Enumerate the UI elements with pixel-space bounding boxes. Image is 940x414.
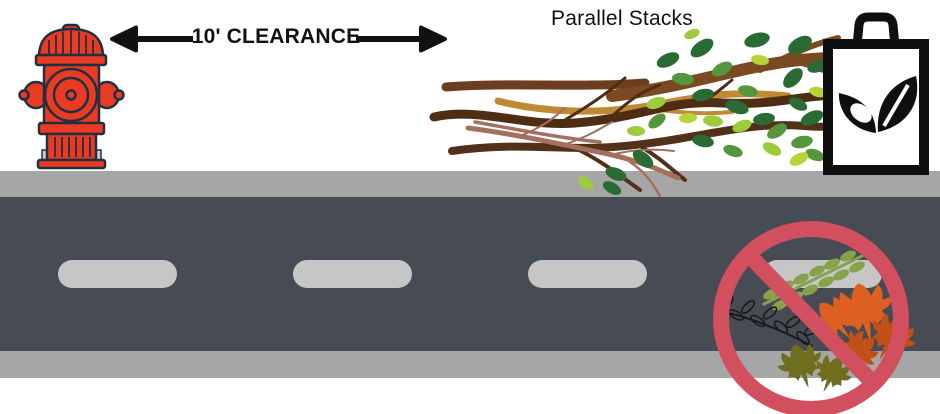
road	[0, 171, 940, 378]
arrowhead-left	[110, 25, 138, 53]
lane-dash	[528, 260, 647, 288]
bag-leaf-logo	[838, 76, 918, 133]
parallel-stacks-label: Parallel Stacks	[551, 7, 693, 30]
prohibition-slash	[743, 249, 879, 389]
base-ribs	[54, 137, 91, 157]
no-symbol-over-leaves-icon	[713, 221, 924, 414]
prohibition-ring	[713, 221, 909, 414]
dome-ribs	[48, 30, 94, 55]
top-curb	[0, 171, 940, 197]
leaves	[578, 28, 829, 195]
lane-dash	[58, 260, 177, 288]
double-headed-arrow-icon	[110, 25, 447, 53]
leaf-bag-icon	[823, 12, 929, 175]
bag-handle	[852, 12, 900, 47]
fire-hydrant-icon	[18, 23, 125, 170]
clearance-label: 10' CLEARANCE	[191, 25, 361, 48]
lane-dash	[293, 260, 412, 288]
arrowhead-right	[419, 25, 447, 53]
